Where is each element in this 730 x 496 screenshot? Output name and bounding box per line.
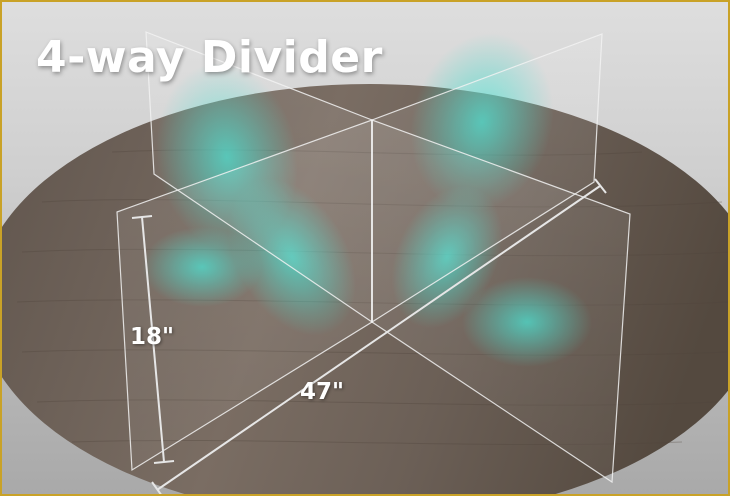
width-label: 47" bbox=[300, 379, 344, 405]
width-dimension-line bbox=[151, 178, 607, 494]
height-label: 18" bbox=[130, 324, 174, 350]
height-dimension-line bbox=[131, 215, 175, 464]
page-title: 4-way Divider bbox=[36, 32, 383, 83]
